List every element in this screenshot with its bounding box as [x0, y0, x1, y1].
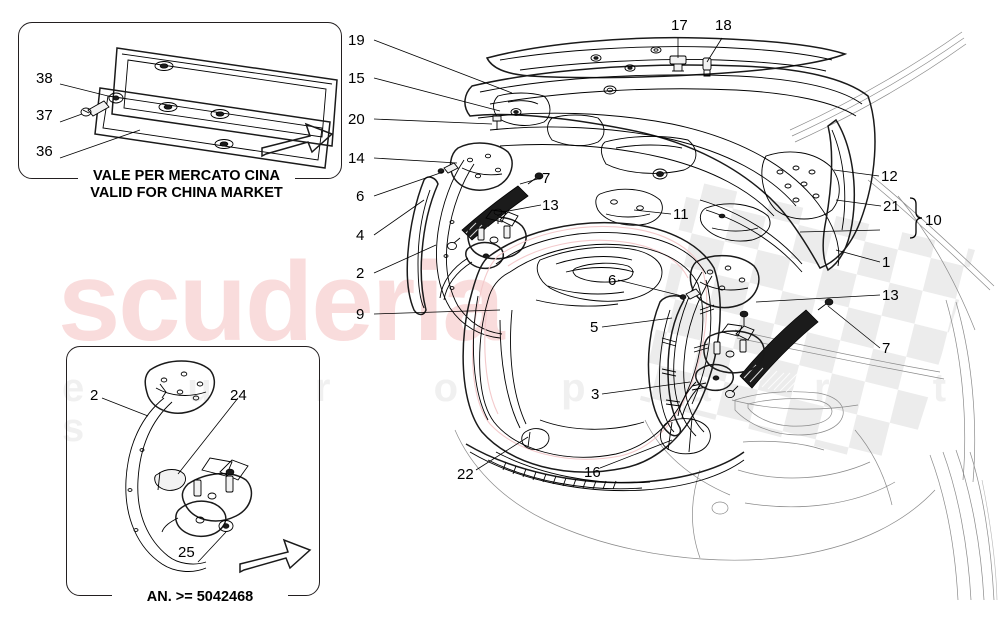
clip-24 [154, 469, 186, 491]
callout-1: 1 [882, 254, 891, 271]
nut-25 [218, 520, 234, 532]
hinge-plate-inset [144, 360, 215, 414]
callout-22: 22 [457, 466, 474, 483]
latch-assembly-left [439, 209, 527, 301]
coil-spring-7-right [725, 298, 834, 399]
license-plate-frame-36 [94, 47, 338, 169]
callout-10-group: 10 [925, 212, 942, 229]
inset-an-artwork [101, 360, 312, 574]
screw-37 [80, 100, 110, 117]
washer-38 [108, 92, 124, 104]
callout-6-left: 6 [356, 188, 365, 205]
hinge-arm-2-inset [125, 397, 207, 572]
group-brace-10 [909, 197, 923, 239]
fastener-18 [702, 57, 712, 77]
callout-19: 19 [348, 32, 365, 49]
callout-37: 37 [36, 107, 53, 124]
latch-assembly-right [677, 310, 765, 419]
right-hinge-plate [761, 151, 840, 220]
inset-china-caption-en: VALID FOR CHINA MARKET [90, 184, 283, 201]
callout-25: 25 [178, 544, 195, 561]
stud-6 [652, 168, 668, 180]
latch-block-inset [161, 457, 253, 538]
fastener-17 [669, 55, 687, 72]
car-body-outline [454, 31, 998, 601]
inset-china-caption-it: VALE PER MERCATO CINA [93, 168, 280, 184]
callout-4: 4 [356, 227, 365, 244]
callout-3: 3 [591, 386, 600, 403]
callout-38: 38 [36, 70, 53, 87]
leader-lines [373, 37, 882, 471]
bracket-11b [699, 203, 771, 242]
callout-17: 17 [671, 17, 688, 34]
callout-9: 9 [356, 306, 365, 323]
callout-20: 20 [348, 111, 365, 128]
bump-stop-16 [660, 417, 711, 455]
callout-21: 21 [883, 198, 900, 215]
callout-11: 11 [673, 206, 689, 223]
right-hinge-group [647, 254, 834, 437]
callout-2-inset: 2 [90, 387, 99, 404]
bolt-6-right [679, 288, 701, 300]
callout-15: 15 [348, 70, 365, 87]
callout-6-right: 6 [608, 272, 617, 289]
clip-22 [521, 428, 550, 450]
callout-2-main: 2 [356, 265, 365, 282]
callout-16: 16 [584, 464, 601, 481]
trunk-aperture [462, 221, 745, 492]
bolt-6-left [437, 162, 459, 174]
callout-13-left: 13 [542, 197, 559, 214]
callout-7-right: 7 [882, 340, 891, 357]
callout-7-left: 7 [542, 170, 551, 187]
callout-18: 18 [715, 17, 732, 34]
inset-an-caption: AN. >= 5042468 [112, 589, 288, 606]
callout-36: 36 [36, 143, 53, 160]
left-hinge-group [406, 115, 544, 339]
callout-13-right: 13 [882, 287, 899, 304]
hinge-plate-right [689, 254, 760, 309]
bracket-11 [595, 188, 663, 226]
watermark-primary: scuderia [58, 239, 505, 364]
inset-china-caption: VALE PER MERCATO CINA VALID FOR CHINA MA… [78, 168, 295, 202]
direction-arrow-1 [261, 122, 334, 158]
callout-24: 24 [230, 387, 247, 404]
callout-5: 5 [590, 319, 599, 336]
callout-14: 14 [348, 150, 365, 167]
inset-china-artwork [59, 47, 338, 169]
direction-arrow-2 [239, 538, 312, 574]
callout-12: 12 [881, 168, 898, 185]
trunk-lid-assembly [464, 36, 876, 273]
bolt-20 [492, 115, 502, 130]
